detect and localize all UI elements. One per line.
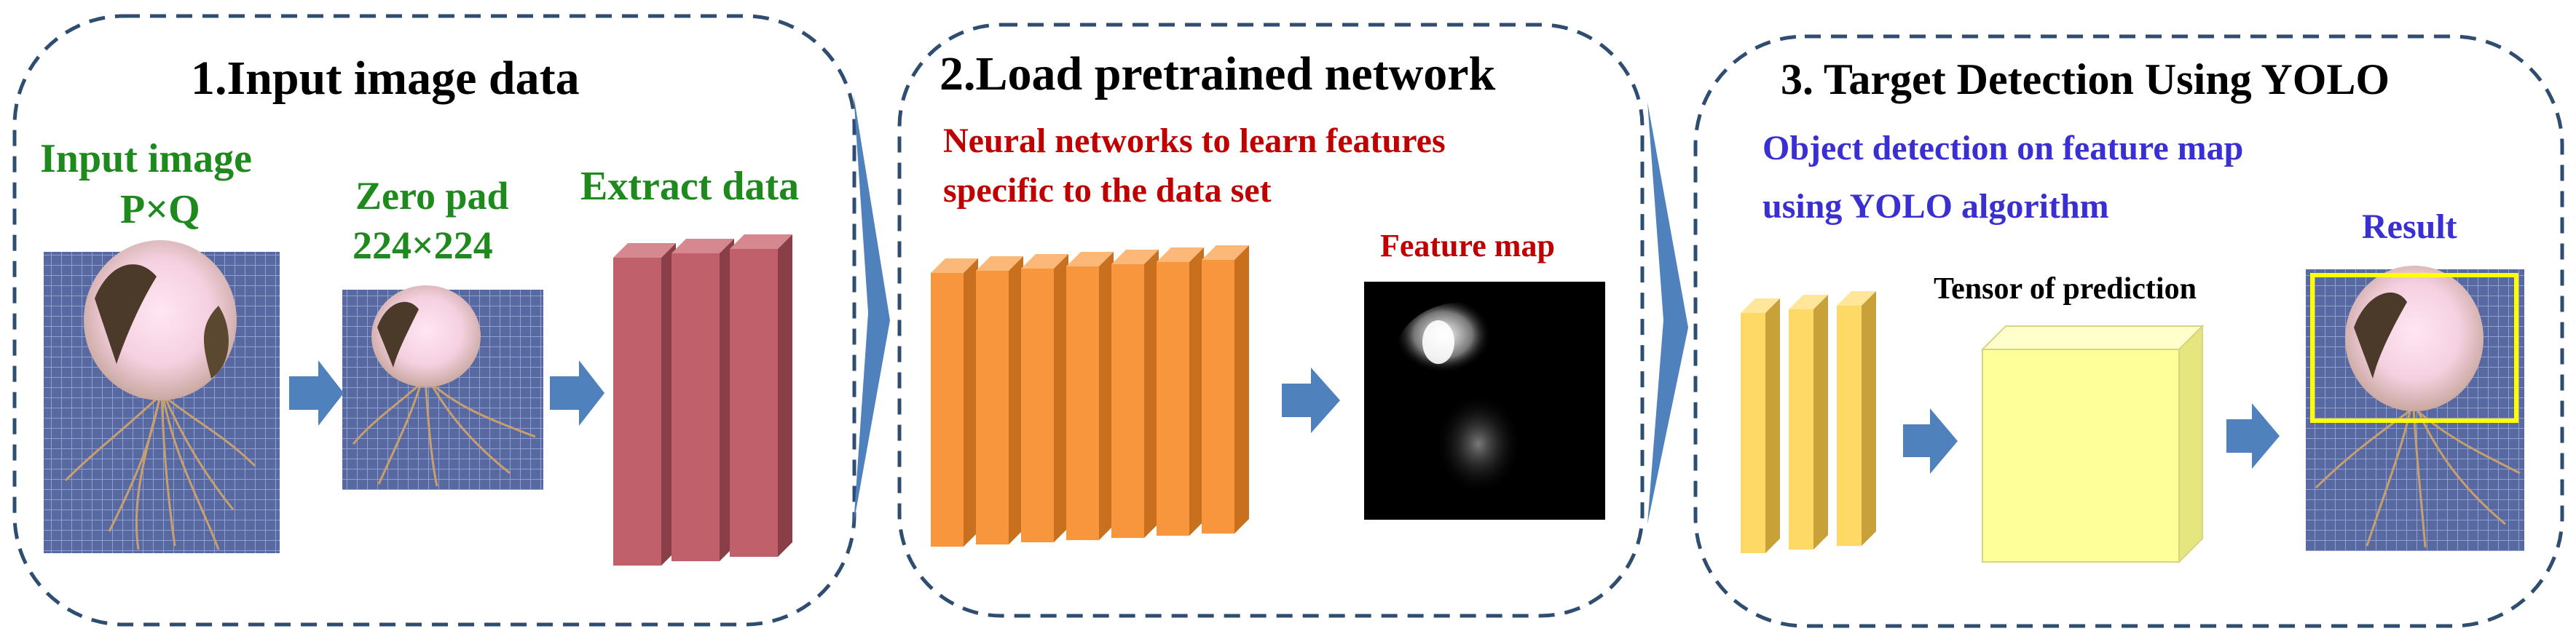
input-image-photo <box>44 240 280 553</box>
panel-chevron-2-arrow <box>1647 102 1688 524</box>
result-image <box>2306 266 2524 551</box>
panel-3-frame <box>1693 34 2564 628</box>
feature-map-image <box>1364 282 1605 520</box>
input-image-size-label: P×Q <box>120 187 200 232</box>
arrow-network-to-featuremap <box>1282 368 1340 433</box>
zero-pad-photo <box>342 285 543 490</box>
arrow-input-to-zeropad <box>289 360 344 426</box>
result-label: Result <box>2362 207 2457 246</box>
panel-chevron-1-arrow <box>854 95 890 524</box>
yolo-blocks <box>1741 291 1876 553</box>
panel-2-subtitle-line2: specific to the data set <box>943 171 1272 210</box>
panel-2-subtitle-line1: Neural networks to learn features <box>943 122 1446 160</box>
tensor-of-prediction-label: Tensor of prediction <box>1934 272 2197 306</box>
panel-3-subtitle-line1: Object detection on feature map <box>1762 129 2244 167</box>
pretrained-network-blocks <box>931 245 1249 547</box>
panel-3-subtitle-line2: using YOLO algorithm <box>1762 187 2109 226</box>
panel-2-frame <box>897 23 1645 618</box>
input-image-label: Input image <box>40 136 252 181</box>
zero-pad-size-label: 224×224 <box>352 223 493 267</box>
extract-data-label: Extract data <box>580 164 800 209</box>
panel-1-title: 1.Input image data <box>191 52 580 105</box>
tensor-cube <box>1980 324 2205 564</box>
arrow-yolo-to-tensor <box>1903 408 1958 474</box>
panel-1-frame <box>12 14 856 627</box>
panel-3-title: 3. Target Detection Using YOLO <box>1781 55 2390 103</box>
extract-data-blocks <box>613 234 792 566</box>
feature-map-label: Feature map <box>1380 228 1555 263</box>
panel-2-title: 2.Load pretrained network <box>940 47 1496 100</box>
arrow-tensor-to-result <box>2226 403 2280 469</box>
arrow-zeropad-to-extract <box>550 360 604 426</box>
zero-pad-label: Zero pad <box>355 174 509 218</box>
